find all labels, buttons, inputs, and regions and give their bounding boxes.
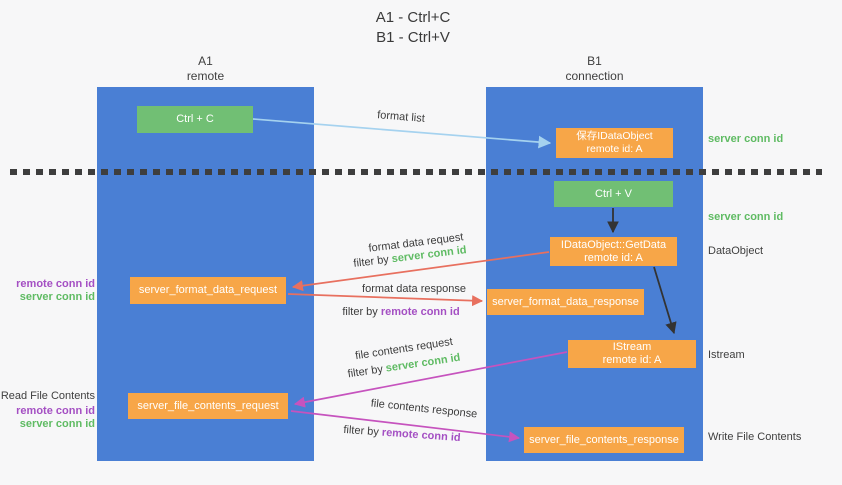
left-remote-conn-id-label-2: remote conn id <box>16 405 95 417</box>
format-data-response-label: format data response <box>362 283 466 295</box>
istream-title: IStream <box>612 341 652 353</box>
getdata-remote-id: remote id: A <box>584 251 643 264</box>
file-contents-response-label: file contents response <box>370 397 478 421</box>
diagram-title: A1 - Ctrl+C B1 - Ctrl+V <box>328 8 498 48</box>
server-format-data-request-node: server_format_data_request <box>130 277 286 304</box>
istream-remote-id: remote id: A <box>602 354 662 366</box>
filter-by-text: filter by <box>342 306 381 318</box>
dataobject-label: DataObject <box>708 245 764 257</box>
lane-a1-name: A1 <box>198 54 213 68</box>
left-server-conn-id-label-2: server conn id <box>19 418 95 430</box>
lane-b1-name: B1 <box>587 54 602 68</box>
file-request-label: server_file_contents_request <box>137 399 279 412</box>
save-idataobject-remote-id: remote id: A <box>586 143 643 155</box>
getdata-title: IDataObject::GetData <box>560 238 667 251</box>
format-response-filter-label: filter by remote conn id <box>342 306 459 318</box>
right-server-conn-id-label-mid: server conn id <box>708 211 784 223</box>
ctrl-v-node: Ctrl + V <box>554 181 673 207</box>
remote-conn-id-text: remote conn id <box>381 426 461 445</box>
istream-side-label: Istream <box>708 349 745 361</box>
dotted-separator-line <box>10 169 822 175</box>
left-remote-conn-id-label: remote conn id <box>16 278 95 290</box>
format-response-label: server_format_data_response <box>492 295 639 308</box>
remote-conn-id-text: remote conn id <box>380 306 460 318</box>
server-format-data-response-node: server_format_data_response <box>487 289 644 315</box>
server-file-contents-response-node: server_file_contents_response <box>524 427 684 453</box>
format-request-label: server_format_data_request <box>138 284 278 296</box>
save-idataobject-node: 保存IDataObject remote id: A <box>556 128 673 158</box>
file-response-filter-label: filter by remote conn id <box>343 424 461 444</box>
read-file-contents-label: Read File Contents <box>0 390 95 402</box>
left-server-conn-id-label: server conn id <box>19 291 95 303</box>
format-list-label: format list <box>376 109 426 125</box>
right-server-conn-id-label-top: server conn id <box>708 133 784 145</box>
format-data-response-arrow <box>287 293 484 307</box>
ctrl-c-node: Ctrl + C <box>137 106 253 133</box>
lane-b1-subtitle: connection <box>565 69 624 83</box>
filter-by-text: filter by <box>343 423 383 439</box>
istream-node: IStream remote id: A <box>568 340 696 368</box>
filter-by-text: filter by <box>346 362 387 381</box>
save-idataobject-title: 保存IDataObject <box>576 130 653 142</box>
write-file-contents-label: Write File Contents <box>708 431 802 443</box>
title-line-ctrl-v: B1 - Ctrl+V <box>376 29 450 46</box>
lane-header-a1: A1 remote <box>97 54 314 84</box>
idataobject-getdata-node: IDataObject::GetData remote id: A <box>550 237 677 266</box>
lane-header-b1: B1 connection <box>486 54 703 84</box>
server-file-contents-request-node: server_file_contents_request <box>128 393 288 419</box>
ctrl-c-label: Ctrl + C <box>176 113 214 125</box>
title-line-ctrl-c: A1 - Ctrl+C <box>375 9 451 26</box>
filter-by-text: filter by <box>352 253 393 270</box>
lane-a1-subtitle: remote <box>186 69 225 83</box>
file-response-label: server_file_contents_response <box>529 433 679 446</box>
ctrl-v-label: Ctrl + V <box>595 187 632 200</box>
